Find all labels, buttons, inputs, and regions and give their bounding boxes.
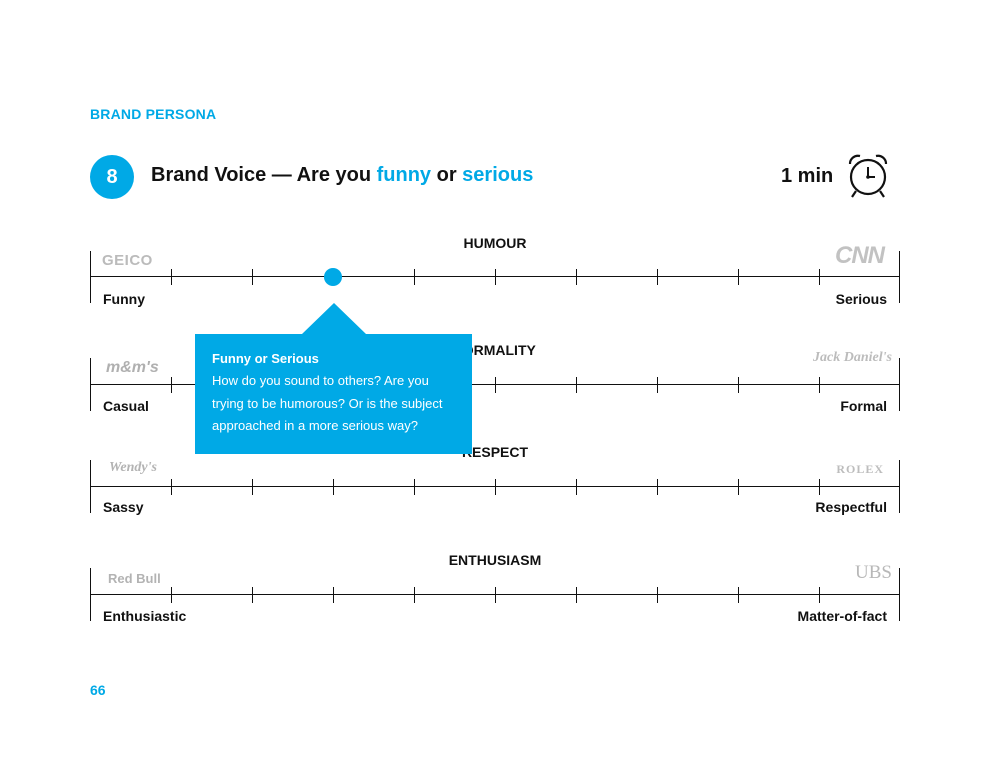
scale-tick: [252, 479, 253, 495]
scale-end-left: [90, 358, 91, 411]
title-accent-funny: funny: [376, 164, 432, 186]
logo-mms: m&m's: [106, 359, 159, 376]
scale-tick: [738, 269, 739, 285]
alarm-clock-icon: [848, 154, 888, 198]
scale-tick: [819, 377, 820, 393]
step-number-badge: 8: [90, 155, 134, 199]
logo-ubs: UBS: [855, 562, 892, 583]
scale-tick: [252, 587, 253, 603]
scale-tick: [576, 269, 577, 285]
scale-tick: [657, 587, 658, 603]
title-middle: or: [431, 164, 463, 186]
scale-right-label: Matter-of-fact: [797, 608, 887, 624]
scale-tick: [657, 479, 658, 495]
scale-tick: [819, 269, 820, 285]
time-estimate: 1 min: [781, 165, 834, 187]
scale-right-label: Formal: [840, 398, 887, 414]
tooltip-title: Funny or Serious: [212, 351, 319, 366]
scale-tick: [414, 479, 415, 495]
scale-end-left: [90, 251, 91, 303]
scale-tick: [414, 269, 415, 285]
scale-end-right: [899, 358, 900, 411]
scale-respect: RESPECT Wendy's ROLEX Sassy Respectful: [90, 444, 900, 524]
title-accent-serious: serious: [462, 164, 534, 186]
scale-right-label: Serious: [835, 291, 887, 307]
scale-tick: [738, 587, 739, 603]
page-number: 66: [90, 682, 106, 698]
logo-jack-daniels: Jack Daniel's: [813, 350, 892, 365]
logo-rolex: ROLEX: [836, 462, 884, 476]
scale-tick: [657, 269, 658, 285]
scale-end-left: [90, 568, 91, 621]
scale-tick: [171, 479, 172, 495]
scale-left-label: Funny: [103, 291, 145, 307]
scale-title: HUMOUR: [463, 235, 527, 251]
scale-end-right: [899, 460, 900, 513]
scale-enthusiasm: ENTHUSIASM Red Bull UBS Enthusiastic Mat…: [90, 552, 900, 632]
scale-tick: [576, 377, 577, 393]
scale-tick: [738, 479, 739, 495]
scale-tick: [495, 587, 496, 603]
scale-tick: [819, 587, 820, 603]
scale-end-right: [899, 251, 900, 303]
scale-end-left: [90, 460, 91, 513]
scale-humour: HUMOUR GEICO CNN Funny Serious: [90, 235, 900, 315]
scale-title: RESPECT: [461, 444, 529, 460]
scale-title: FORMALITY: [454, 342, 536, 358]
scale-tick: [576, 587, 577, 603]
scale-title: ENTHUSIASM: [448, 552, 542, 568]
scale-tick: [414, 587, 415, 603]
tooltip-body: How do you sound to others? Are you tryi…: [212, 373, 443, 433]
tooltip-arrow: [302, 303, 366, 334]
logo-red-bull: Red Bull: [108, 571, 161, 586]
logo-cnn: CNN: [835, 242, 885, 269]
scale-tick: [252, 269, 253, 285]
logo-geico: GEICO: [102, 252, 153, 269]
scale-right-label: Respectful: [815, 499, 887, 515]
scale-tick: [819, 479, 820, 495]
scale-tick: [495, 377, 496, 393]
scale-tick: [171, 587, 172, 603]
scale-tick: [333, 479, 334, 495]
section-label: BRAND PERSONA: [90, 106, 217, 122]
scale-tick: [495, 269, 496, 285]
scale-tick: [576, 479, 577, 495]
scale-tick: [738, 377, 739, 393]
title-prefix: Brand Voice — Are you: [151, 164, 377, 186]
tooltip: Funny or Serious How do you sound to oth…: [195, 334, 472, 454]
page-title: Brand Voice — Are you funny or serious: [151, 164, 533, 187]
scale-left-label: Casual: [103, 398, 149, 414]
scale-tick: [171, 269, 172, 285]
logo-wendys: Wendy's: [109, 460, 157, 475]
scale-left-label: Sassy: [103, 499, 144, 515]
scale-tick: [333, 587, 334, 603]
scale-end-right: [899, 568, 900, 621]
scale-tick: [171, 377, 172, 393]
scale-tick: [657, 377, 658, 393]
scale-tick: [495, 479, 496, 495]
humour-slider-marker[interactable]: [324, 268, 342, 286]
scale-left-label: Enthusiastic: [103, 608, 187, 624]
